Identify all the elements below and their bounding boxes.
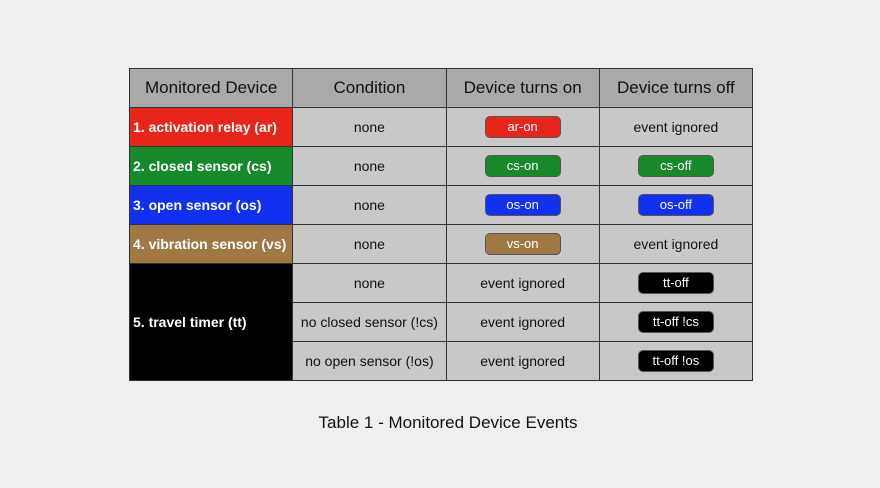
event-badge: tt-off !os — [637, 350, 714, 372]
header-condition: Condition — [292, 68, 447, 108]
turns-on-cell: os-on — [445, 185, 600, 225]
table-row: no open sensor (!os) event ignored tt-of… — [130, 341, 754, 381]
turns-on-cell: event ignored — [445, 302, 600, 342]
event-badge: os-off — [637, 194, 714, 216]
monitored-device-events-table: Monitored Device Condition Device turns … — [128, 68, 754, 381]
header-monitored-device: Monitored Device — [128, 68, 294, 108]
condition-cell: no closed sensor (!cs) — [292, 302, 447, 342]
table-row: 1. activation relay (ar) none ar-on even… — [128, 107, 754, 147]
condition-cell: none — [292, 146, 447, 186]
event-badge: os-on — [484, 194, 561, 216]
condition-cell: none — [292, 107, 447, 147]
event-badge: cs-off — [637, 155, 714, 177]
condition-cell: no open sensor (!os) — [292, 341, 447, 381]
condition-cell: none — [292, 263, 447, 303]
device-activation-relay: 1. activation relay (ar) — [128, 107, 294, 147]
table-caption: Table 1 - Monitored Device Events — [318, 413, 578, 432]
header-device-turns-on: Device turns on — [445, 68, 600, 108]
turns-on-cell: ar-on — [445, 107, 600, 147]
event-badge: cs-on — [484, 155, 561, 177]
table-row: 4. vibration sensor (vs) none vs-on even… — [128, 224, 754, 264]
condition-cell: none — [292, 185, 447, 225]
table-row: 3. open sensor (os) none os-on os-off — [128, 185, 754, 225]
turns-on-cell: event ignored — [445, 341, 600, 381]
turns-off-cell: tt-off — [598, 263, 754, 303]
device-closed-sensor: 2. closed sensor (cs) — [128, 146, 294, 186]
table-row: 2. closed sensor (cs) none cs-on cs-off — [128, 146, 754, 186]
table-row: 5. travel timer (tt) none event ignored … — [128, 263, 754, 381]
event-badge: ar-on — [484, 116, 561, 138]
turns-off-cell: event ignored — [598, 224, 754, 264]
table-row: no closed sensor (!cs) event ignored tt-… — [130, 302, 754, 342]
turns-off-cell: tt-off !os — [598, 341, 754, 381]
device-open-sensor: 3. open sensor (os) — [128, 185, 294, 225]
device-travel-timer: 5. travel timer (tt) — [128, 263, 294, 381]
turns-on-cell: event ignored — [445, 263, 600, 303]
event-badge: vs-on — [484, 233, 561, 255]
condition-cell: none — [292, 224, 447, 264]
turns-on-cell: vs-on — [445, 224, 600, 264]
header-device-turns-off: Device turns off — [598, 68, 754, 108]
turns-off-cell: cs-off — [598, 146, 754, 186]
turns-off-cell: os-off — [598, 185, 754, 225]
table-header-row: Monitored Device Condition Device turns … — [128, 68, 754, 108]
turns-off-cell: tt-off !cs — [598, 302, 754, 342]
turns-on-cell: cs-on — [445, 146, 600, 186]
device-vibration-sensor: 4. vibration sensor (vs) — [128, 224, 294, 264]
event-badge: tt-off !cs — [637, 311, 714, 333]
event-badge: tt-off — [637, 272, 714, 294]
turns-off-cell: event ignored — [598, 107, 754, 147]
